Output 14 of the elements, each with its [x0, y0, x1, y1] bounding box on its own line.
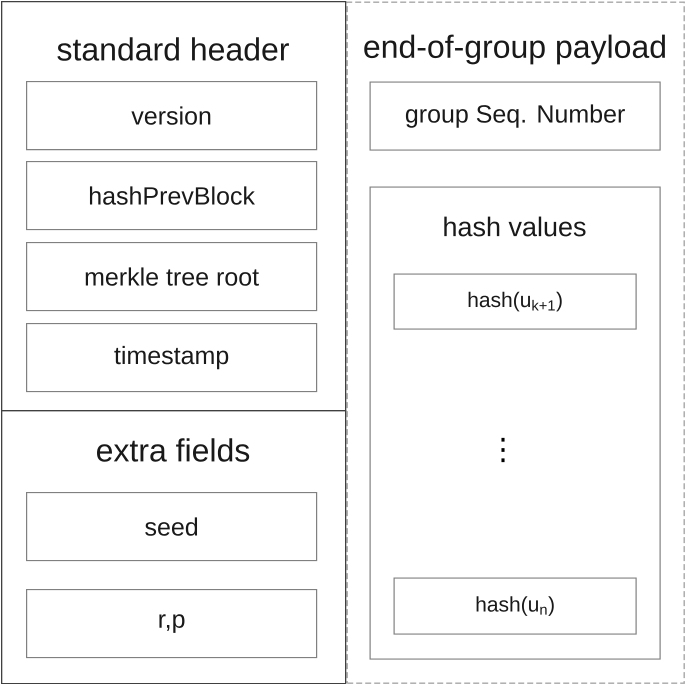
vertical-ellipsis: ⋮	[501, 438, 505, 462]
field-box: version	[26, 80, 318, 150]
field-box: seed	[26, 492, 318, 562]
heading: end-of-group payload	[364, 34, 665, 64]
field-box: timestamp	[26, 322, 318, 392]
heading: standard header	[57, 37, 289, 61]
field-box: hash(u$_{n}$)	[394, 577, 637, 635]
field-box: merkle tree root	[26, 242, 318, 312]
heading: hash values	[444, 216, 586, 236]
field-box: hashPrevBlock	[26, 160, 318, 230]
field-box: r,p	[26, 588, 318, 658]
heading: extra fields	[97, 438, 250, 462]
field-box: group Seq. Number	[370, 81, 661, 151]
field-box: hash(u$_{k+1}$)	[394, 273, 637, 330]
